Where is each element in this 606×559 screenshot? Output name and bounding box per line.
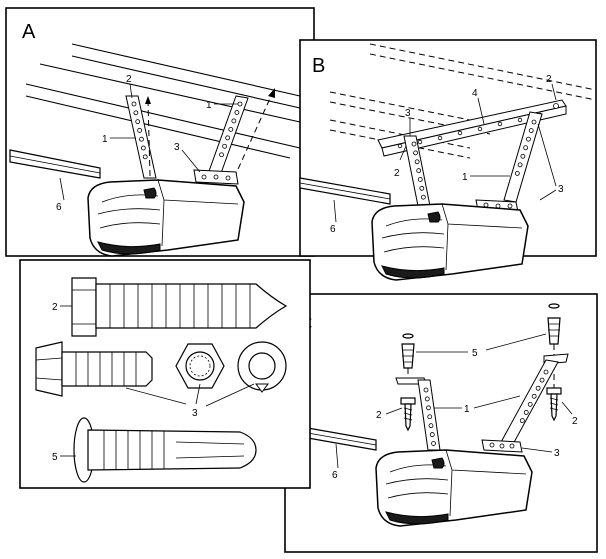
callout-2: 2: [394, 168, 400, 179]
callout-2: 2: [376, 410, 382, 421]
callout-2: 2: [572, 416, 578, 427]
panel-a-letter: A: [22, 21, 36, 43]
callout-6: 6: [330, 224, 336, 235]
callout-3: 3: [554, 448, 560, 459]
wall-anchor-icon: [547, 303, 561, 345]
garage-door-opener-icon: [371, 203, 529, 281]
callout-2: 2: [52, 302, 58, 313]
panel-b-letter: B: [312, 55, 325, 77]
callout-5: 5: [52, 452, 58, 463]
hanging-bracket-icon: [125, 95, 157, 179]
panel-c: C: [284, 293, 598, 553]
callout-1: 1: [102, 134, 108, 145]
rail: [9, 149, 101, 179]
parts-panel: 2 3 5: [19, 259, 311, 489]
lag-screw-icon: [400, 397, 416, 432]
hex-nut-icon: [175, 343, 225, 389]
arrow-head-icon: [268, 88, 275, 98]
panel-b: B: [299, 39, 597, 281]
wall-anchor-icon: [401, 333, 415, 369]
lag-screw-icon: [546, 387, 562, 422]
angle-iron-icon: [377, 99, 567, 157]
callout-3: 3: [174, 142, 180, 153]
callout-3: 3: [192, 408, 198, 419]
callout-1: 1: [464, 404, 470, 415]
arrow-head-icon: [145, 96, 151, 104]
callout-5: 5: [472, 348, 478, 359]
ceiling-joists: [25, 43, 301, 159]
callout-3: 3: [558, 184, 564, 195]
lag-screw-icon: [71, 277, 288, 337]
hanging-bracket-icon: [499, 353, 569, 447]
callout-2: 2: [126, 74, 132, 85]
callout-2: 2: [546, 74, 552, 85]
callout-1: 1: [206, 100, 212, 111]
wall-anchor-icon: [73, 417, 257, 483]
bolt-icon: [35, 341, 153, 397]
callout-6: 6: [56, 202, 62, 213]
lock-washer-icon: [237, 341, 287, 393]
callout-3: 3: [405, 108, 411, 119]
dashed-arrow: [233, 93, 273, 179]
dashed-arrow: [147, 99, 151, 177]
callout-1: 1: [462, 172, 468, 183]
callout-6: 6: [332, 470, 338, 481]
callout-4: 4: [472, 88, 478, 99]
panel-a: A 2 1: [5, 7, 315, 257]
